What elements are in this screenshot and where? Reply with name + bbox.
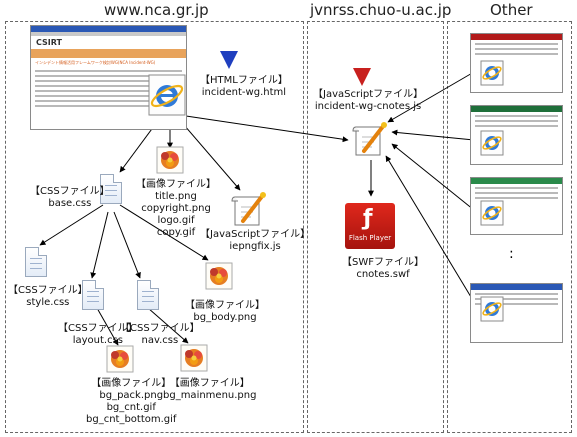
csirt-logo: CSIRT — [36, 38, 63, 47]
blue-marker-icon — [220, 51, 238, 69]
red-marker-icon — [353, 68, 371, 86]
script-file-icon — [231, 192, 266, 226]
flash-label: Flash Player — [348, 234, 392, 242]
flash-f-glyph: ƒ — [363, 206, 373, 231]
css-document-icon — [25, 247, 47, 277]
image-file-icon — [180, 344, 208, 372]
js-iepngfix-label: 【JavaScriptファイル】iepngfix.js — [200, 229, 311, 252]
swf-cnotes-label: 【SWFファイル】cnotes.swf — [342, 257, 424, 280]
ellipsis-marker: : — [509, 246, 514, 262]
css-base-label: 【CSSファイル】base.css — [30, 186, 110, 209]
ie-document-icon — [480, 296, 504, 322]
image-file-icon — [156, 146, 184, 174]
ie-document-icon — [480, 130, 504, 156]
image-file-icon — [205, 262, 233, 290]
html-file-label: 【HTMLファイル】incident-wg.html — [200, 75, 288, 98]
section-title-nca: www.nca.gr.jp — [104, 1, 209, 19]
flash-player-icon: ƒ Flash Player — [345, 203, 395, 249]
css-style-label: 【CSSファイル】style.css — [8, 285, 88, 308]
css-document-icon — [100, 174, 122, 204]
section-box-nca — [5, 21, 304, 433]
js-cnotes-label: 【JavaScriptファイル】incident-wg-cnotes.js — [313, 89, 424, 112]
page-heading: インシデント情報活用フレームワーク検討WG(NCA Incident-WG) — [35, 60, 156, 65]
img-bg-body-label: 【画像ファイル】bg_body.png — [185, 300, 265, 323]
ie-document-icon — [480, 60, 504, 86]
ie-document-icon — [148, 74, 186, 116]
section-box-other — [447, 21, 572, 433]
css-layout-label: 【CSSファイル】layout.css — [58, 323, 138, 346]
section-box-jvn — [307, 21, 444, 433]
css-document-icon — [137, 280, 159, 310]
img-bg-mainmenu-label: 【画像ファイル】bg_mainmenu.png — [163, 378, 257, 401]
script-file-icon — [352, 122, 387, 156]
section-title-jvn: jvnrss.chuo-u.ac.jp — [310, 1, 452, 19]
css-nav-label: 【CSSファイル】nav.css — [120, 323, 200, 346]
section-title-other: Other — [490, 1, 533, 19]
image-file-icon — [106, 345, 134, 373]
css-document-icon — [82, 280, 104, 310]
ie-document-icon — [480, 200, 504, 226]
